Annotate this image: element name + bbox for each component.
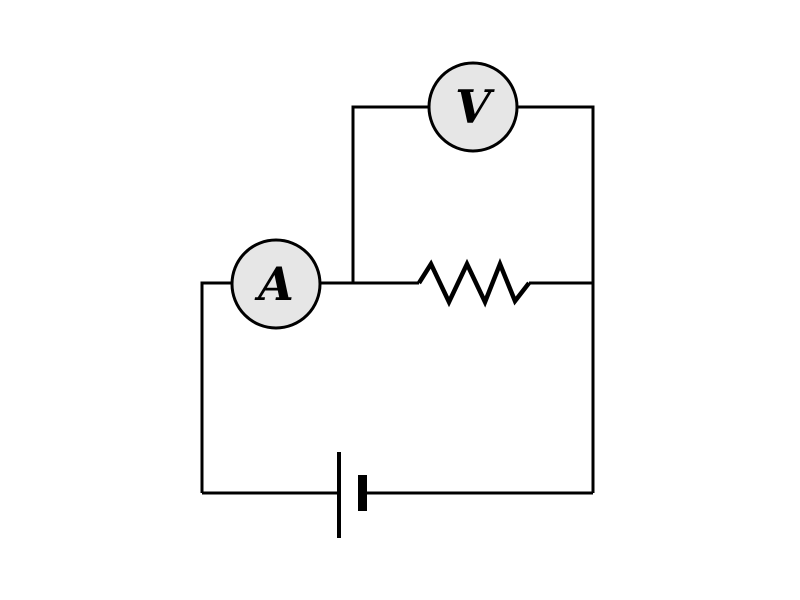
battery-negative-plate-icon xyxy=(358,475,367,511)
ammeter-label: A xyxy=(254,257,294,311)
resistor-icon xyxy=(417,257,531,308)
wire-voltmeter-branch-left xyxy=(351,105,430,283)
wire-left-rail xyxy=(200,281,234,493)
voltmeter-label: V xyxy=(455,80,495,134)
wire-voltmeter-branch-right-and-right-rail xyxy=(516,105,595,493)
voltmeter-icon xyxy=(427,61,519,153)
ammeter-icon xyxy=(230,238,322,330)
